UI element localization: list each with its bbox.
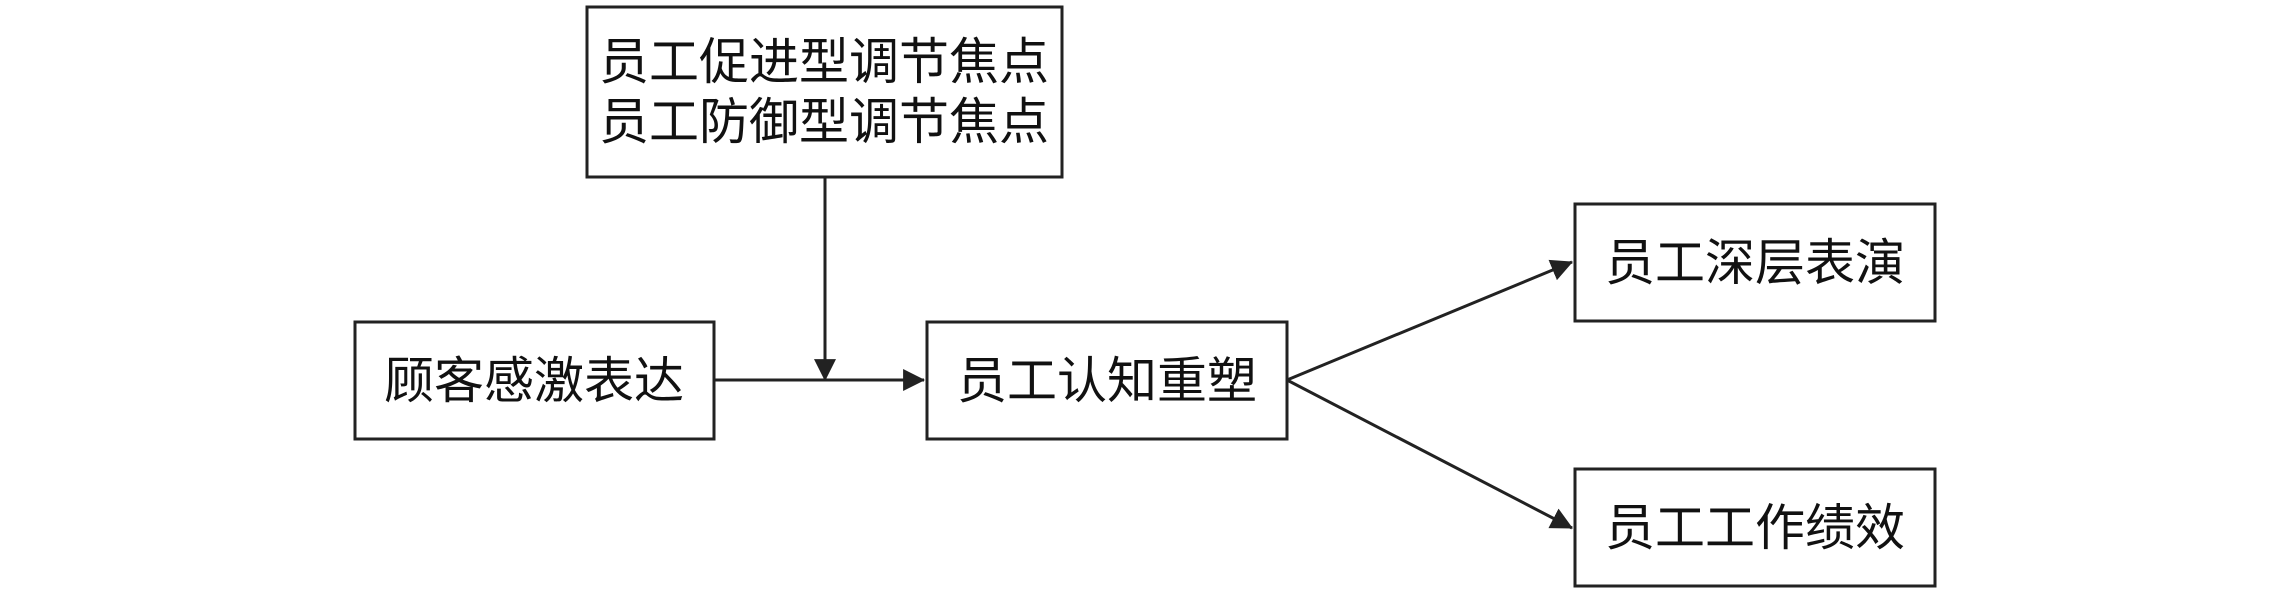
node-customer-gratitude-label: 顾客感激表达	[384, 352, 684, 410]
node-job-performance-label: 员工工作绩效	[1605, 499, 1905, 557]
node-regulatory-focus: 员工促进型调节焦点 员工防御型调节焦点	[585, 5, 1064, 179]
edge-reshaping-to-deep-acting	[1286, 259, 1574, 382]
node-regulatory-focus-line2: 员工防御型调节焦点	[599, 93, 1049, 151]
node-job-performance: 员工工作绩效	[1573, 467, 1937, 588]
node-cognitive-reshaping-label: 员工认知重塑	[957, 352, 1257, 410]
node-regulatory-focus-line1: 员工促进型调节焦点	[599, 33, 1049, 91]
node-cognitive-reshaping: 员工认知重塑	[925, 320, 1289, 441]
node-customer-gratitude: 顾客感激表达	[353, 320, 716, 441]
edge-reshaping-to-performance	[1286, 378, 1573, 530]
node-deep-acting: 员工深层表演	[1573, 202, 1937, 323]
node-deep-acting-label: 员工深层表演	[1605, 234, 1905, 292]
